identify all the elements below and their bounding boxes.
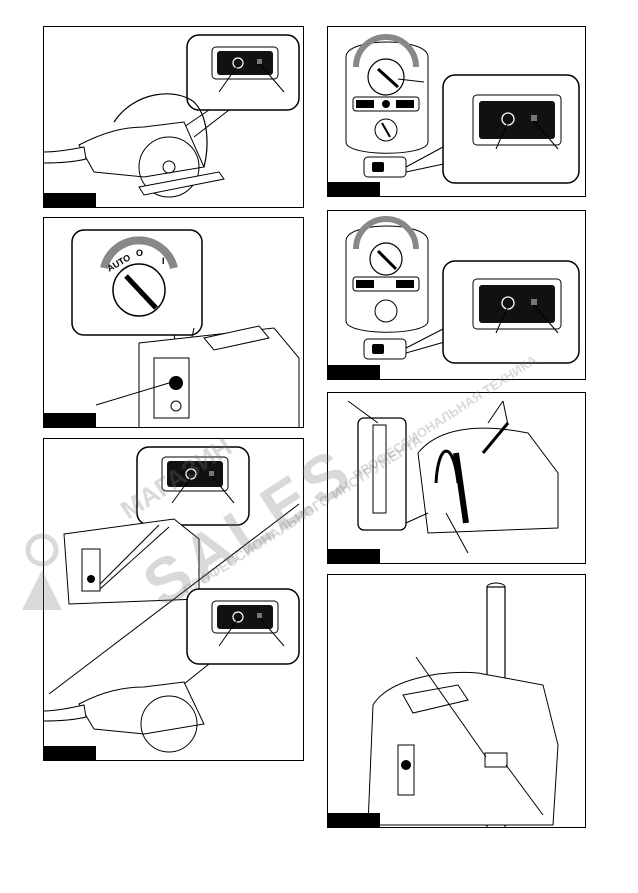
figure-number-tag: [44, 746, 96, 760]
vacuum-pipe-illustration: [367, 582, 559, 827]
control-panel-illustration: [345, 34, 580, 184]
saw-wireless-illustration: [44, 34, 300, 198]
figure-panel-5: [43, 438, 304, 761]
vacuum-dial-illustration: [71, 229, 300, 427]
watermark-logo-icon: [22, 533, 62, 610]
figure-panel-2: [327, 26, 586, 197]
figure-panel-3: AUTO O I: [43, 217, 304, 428]
figure-panel-7: [327, 574, 586, 828]
figure-number-tag: [328, 365, 380, 379]
figure-number-tag: [328, 182, 380, 196]
dial-label-off: O: [136, 248, 144, 258]
figure-number-tag: [328, 813, 380, 827]
pairing-illustration: [44, 446, 300, 753]
figure-panel-6: [327, 392, 586, 564]
figure-number-tag: [328, 549, 380, 563]
dial-label-on: I: [162, 256, 165, 266]
figure-panel-1: [43, 26, 304, 208]
hose-storage-illustration: [347, 400, 559, 554]
figure-number-tag: [44, 413, 96, 427]
figure-panel-4: [327, 210, 586, 380]
figure-number-tag: [44, 193, 96, 207]
control-panel-illustration-2: [345, 216, 580, 364]
